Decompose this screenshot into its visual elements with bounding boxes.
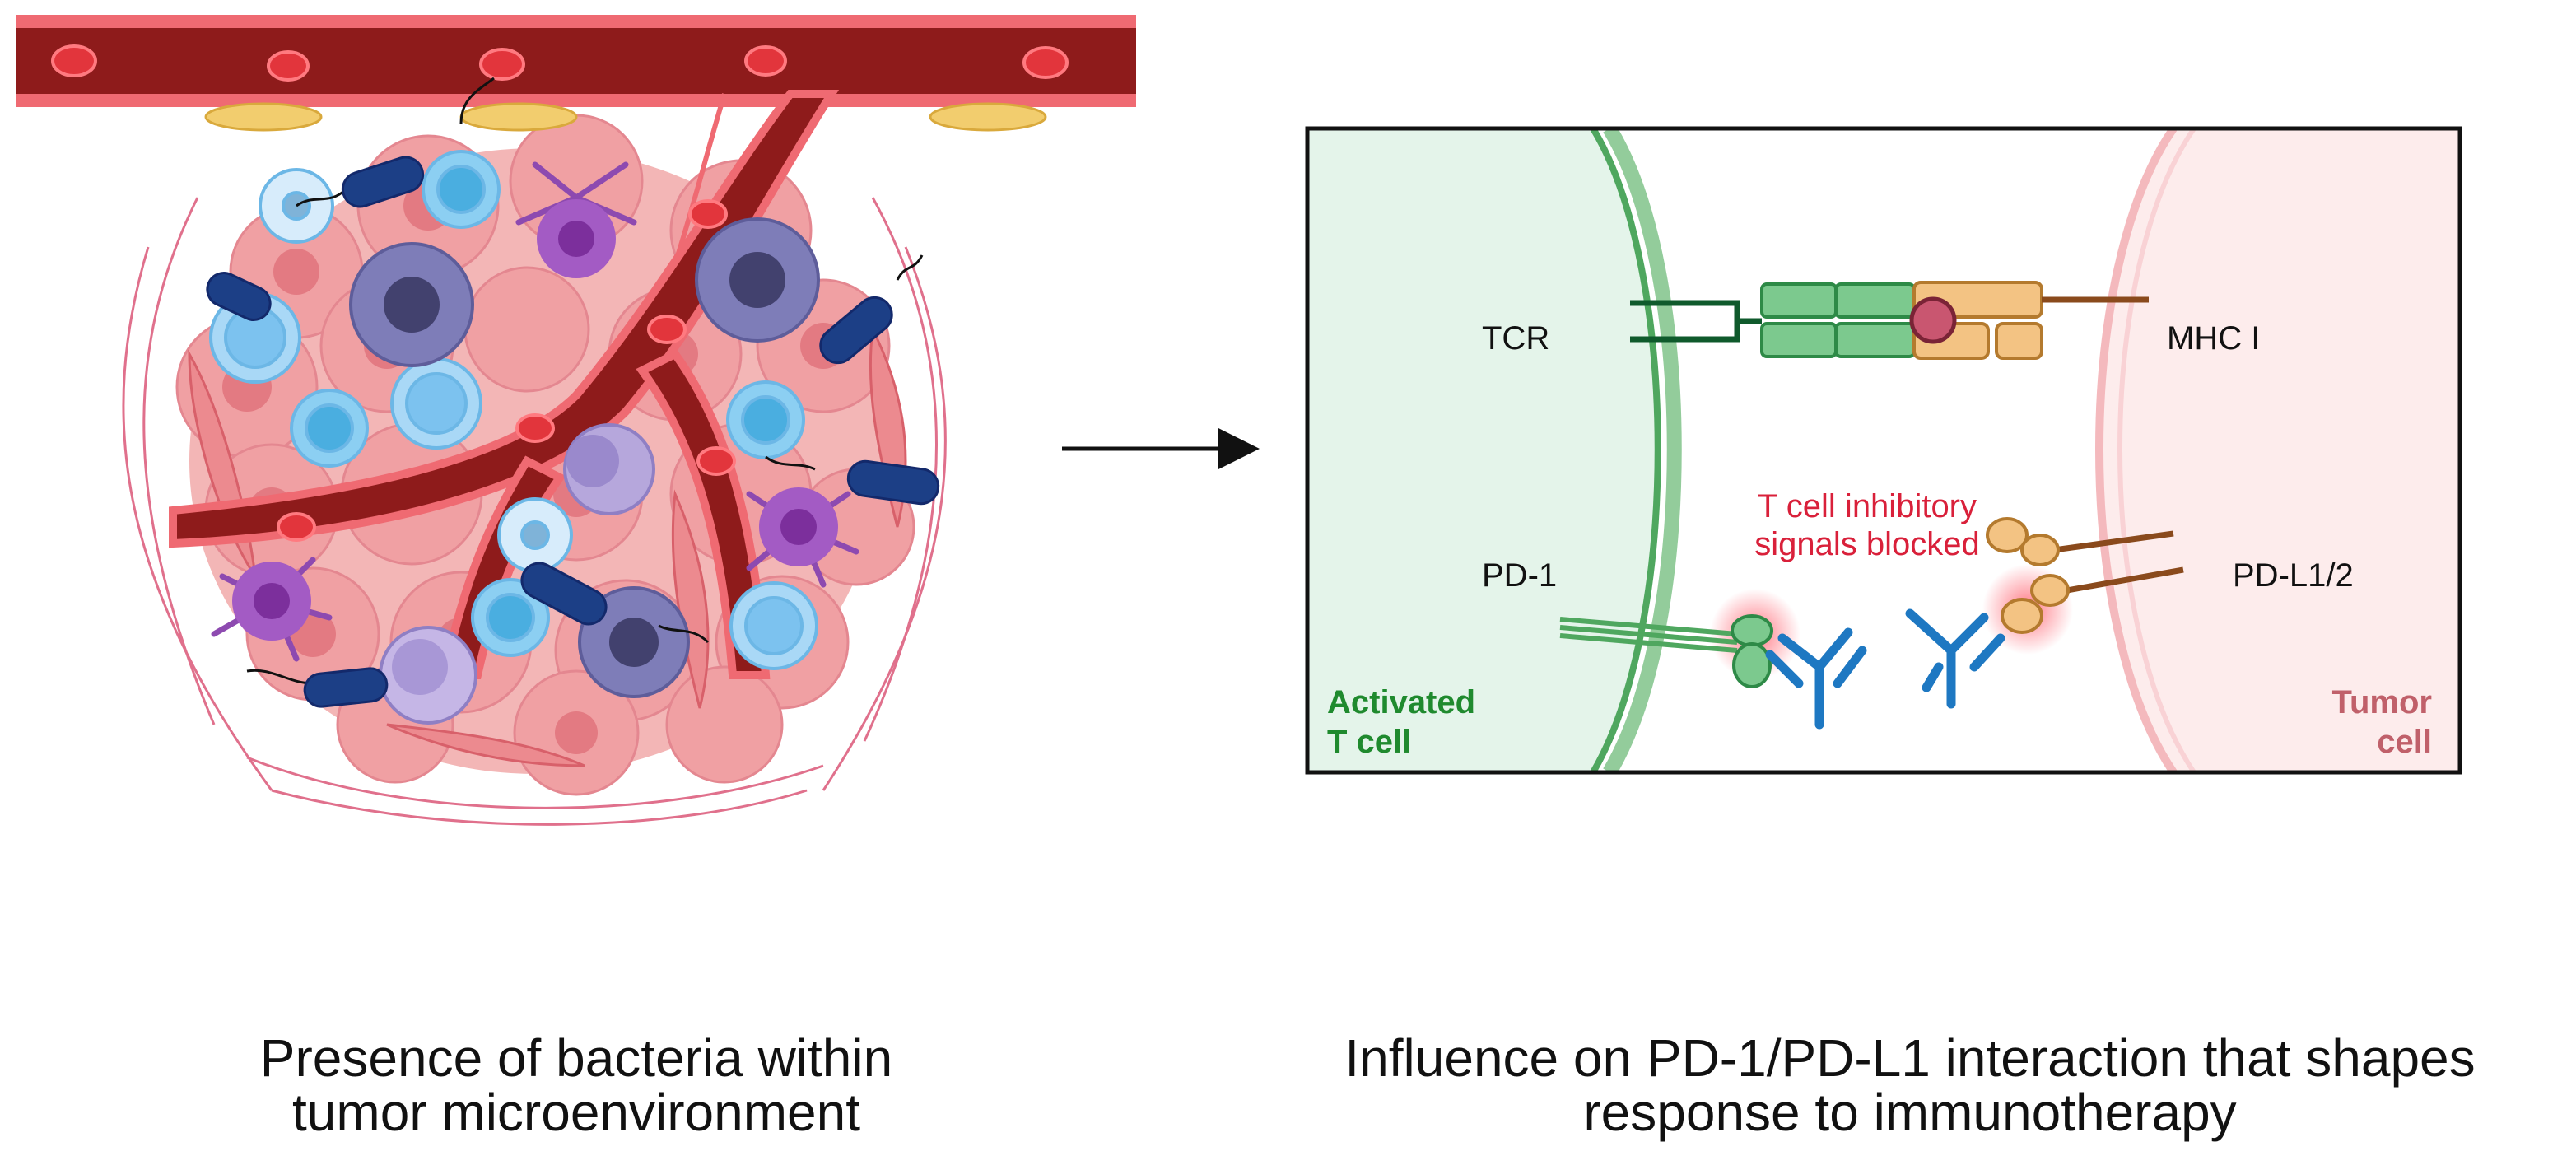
inhibitory-label-line1: T cell inhibitory [1758, 488, 1977, 524]
bacteria [206, 77, 940, 708]
tumor-cell-label-line2: cell [2377, 724, 2432, 760]
t-cell-body [1307, 128, 1658, 772]
t-cell-label-line1: Activated [1327, 684, 1475, 720]
panel-border [1305, 126, 2462, 775]
pdl-label: PD-L1/2 [2233, 557, 2354, 594]
mhc-label: MHC I [2167, 320, 2260, 357]
tumor-cell-membrane [2095, 128, 2178, 772]
peptide-antigen [1909, 296, 1957, 344]
tcr-stalk [1630, 300, 1762, 343]
interaction-panel: TCR MHC I PD-1 PD-L1/2 T cell inhibitory… [1305, 126, 2462, 775]
t-cell-label-line2: T cell [1327, 724, 1411, 760]
blood-vessel [16, 15, 1136, 679]
left-caption: Presence of bacteria within tumor microe… [82, 1031, 1070, 1140]
t-cell-membrane-inner [1603, 128, 1682, 772]
tcr-domains [1760, 282, 1916, 358]
inhibitory-label-line2: signals blocked [1754, 526, 1980, 562]
tumor-cell-membrane-inner [2117, 128, 2196, 772]
left-caption-line1: Presence of bacteria within [259, 1028, 893, 1088]
fibers [122, 197, 947, 826]
pdl-ligands [1982, 517, 2184, 655]
right-caption-line2: response to immunotherapy [1583, 1083, 2237, 1142]
pd1-label: PD-1 [1482, 557, 1557, 594]
tumor-microenvironment-illustration [16, 15, 1136, 826]
tumor-cell-body [2099, 128, 2460, 772]
macrophages [211, 161, 859, 725]
right-caption: Influence on PD-1/PD-L1 interaction that… [1251, 1031, 2569, 1140]
tcr-mhc-complex [1630, 281, 2149, 360]
left-caption-line2: tumor microenvironment [292, 1083, 860, 1142]
t-cell-membrane [1590, 128, 1661, 772]
anti-pdl1-antibody [1905, 608, 2005, 709]
tumor-cell-label-line1: Tumor [2332, 684, 2432, 720]
tcr-label: TCR [1482, 320, 1549, 357]
antibodies [1765, 608, 2005, 730]
anti-pd1-antibody [1765, 627, 1867, 730]
right-caption-line1: Influence on PD-1/PD-L1 interaction that… [1344, 1028, 2476, 1088]
